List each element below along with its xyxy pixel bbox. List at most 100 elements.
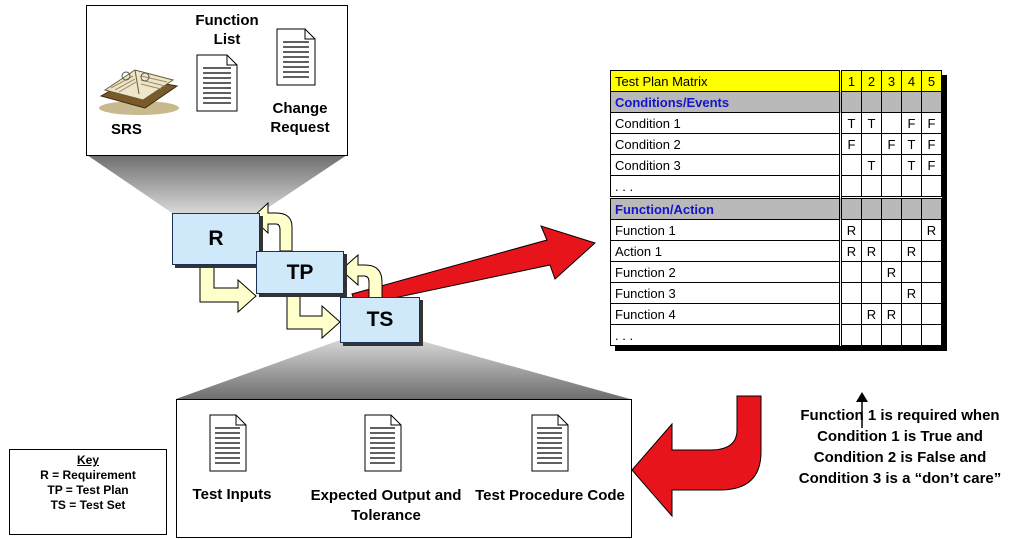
matrix-cell [839,175,862,198]
matrix-cell [901,303,922,325]
annotation-line: Condition 2 is False and [813,449,987,466]
row-label: . . . [610,324,841,346]
matrix-cell [881,219,902,241]
matrix-cell: R [901,282,922,304]
document-icon [196,54,238,112]
matrix-cell: F [881,133,902,155]
matrix-cell [861,133,882,155]
matrix-cell: T [861,154,882,176]
matrix-cell [921,324,942,346]
key-line: R = Requirement [40,468,136,482]
section-label: Function/Action [610,196,841,220]
function-list-label: Function List [195,12,259,48]
matrix-cell: F [921,133,942,155]
matrix-cell [839,91,862,113]
annotation-line: Function 1 is required when [800,407,1000,424]
input-documents-box: SRS Function List Change Request [86,5,348,156]
matrix-cell [881,282,902,304]
stage-ts-label: TS [366,308,394,331]
matrix-cell: T [861,112,882,134]
matrix-cell: T [901,154,922,176]
matrix-title: Test Plan Matrix [610,70,841,92]
matrix-cell [881,324,902,346]
test-plan-matrix: Test Plan Matrix 1 2 3 4 5 Conditions/Ev… [610,70,942,346]
matrix-cell [921,261,942,283]
top-funnel [87,155,347,213]
matrix-cell [839,261,862,283]
matrix-cell [861,196,882,220]
column-header: 5 [921,70,942,92]
document-icon [531,414,569,472]
test-procedure-label: Test Procedure Code [475,487,625,504]
row-label: Condition 1 [610,112,841,134]
matrix-cell [881,91,902,113]
document-icon [364,414,402,472]
change-request-label: Change Request [270,100,330,136]
column-header: 2 [861,70,882,92]
matrix-cell [881,154,902,176]
matrix-cell: R [921,219,942,241]
row-label: Function 2 [610,261,841,283]
book-icon [99,69,179,115]
matrix-cell [861,324,882,346]
matrix-cell: F [921,154,942,176]
row-label: Function 4 [610,303,841,325]
matrix-cell [901,324,922,346]
output-artifacts-box: Test Inputs Expected Output and Toleranc… [176,399,632,538]
matrix-header-row: Test Plan Matrix 1 2 3 4 5 [610,70,942,92]
key-line: TS = Test Set [50,498,126,512]
matrix-cell [839,282,862,304]
matrix-row: . . . [610,175,942,198]
matrix-cell: T [901,133,922,155]
stage-r-label: R [208,227,224,250]
matrix-cell [839,303,862,325]
matrix-section-row: Function/Action [610,196,942,220]
matrix-cell: R [839,219,862,241]
key-line: TP = Test Plan [47,483,129,497]
matrix-cell [861,282,882,304]
key-legend: Key R = Requirement TP = Test Plan TS = … [9,449,167,535]
matrix-cell [901,219,922,241]
arrow-ts-to-tp [340,253,383,306]
stage-ts: TS [340,297,420,343]
row-label: Condition 2 [610,133,841,155]
matrix-cell [881,240,902,262]
matrix-cell: R [901,240,922,262]
matrix-cell [921,303,942,325]
arrow-r-to-tp [199,262,257,314]
stage-tp-label: TP [286,260,314,284]
matrix-cell [861,219,882,241]
column-header: 3 [881,70,902,92]
row-label: . . . [610,175,841,198]
test-inputs-label: Test Inputs [192,486,272,503]
matrix-cell [921,196,942,220]
matrix-cell: F [839,133,862,155]
row-label: Function 3 [610,282,841,304]
matrix-cell: F [921,112,942,134]
matrix-row: . . . [610,324,942,346]
section-label: Conditions/Events [610,91,841,113]
matrix-cell [921,175,942,198]
annotation-line: Condition 1 is True and [817,428,983,445]
stage-r: R [172,213,260,265]
matrix-cell [861,261,882,283]
matrix-cell [901,175,922,198]
red-arrow-to-matrix [351,225,596,307]
row-label: Function 1 [610,219,841,241]
matrix-cell [921,91,942,113]
matrix-annotation: Function 1 is required when Condition 1 … [758,405,1035,489]
matrix-cell: R [861,240,882,262]
key-title: Key [76,453,99,467]
column-header: 4 [901,70,922,92]
document-icon [276,28,316,86]
annotation-line: Condition 3 is a “don’t care” [798,470,1002,487]
matrix-cell [861,91,882,113]
matrix-cell [881,175,902,198]
matrix-cell: R [861,303,882,325]
